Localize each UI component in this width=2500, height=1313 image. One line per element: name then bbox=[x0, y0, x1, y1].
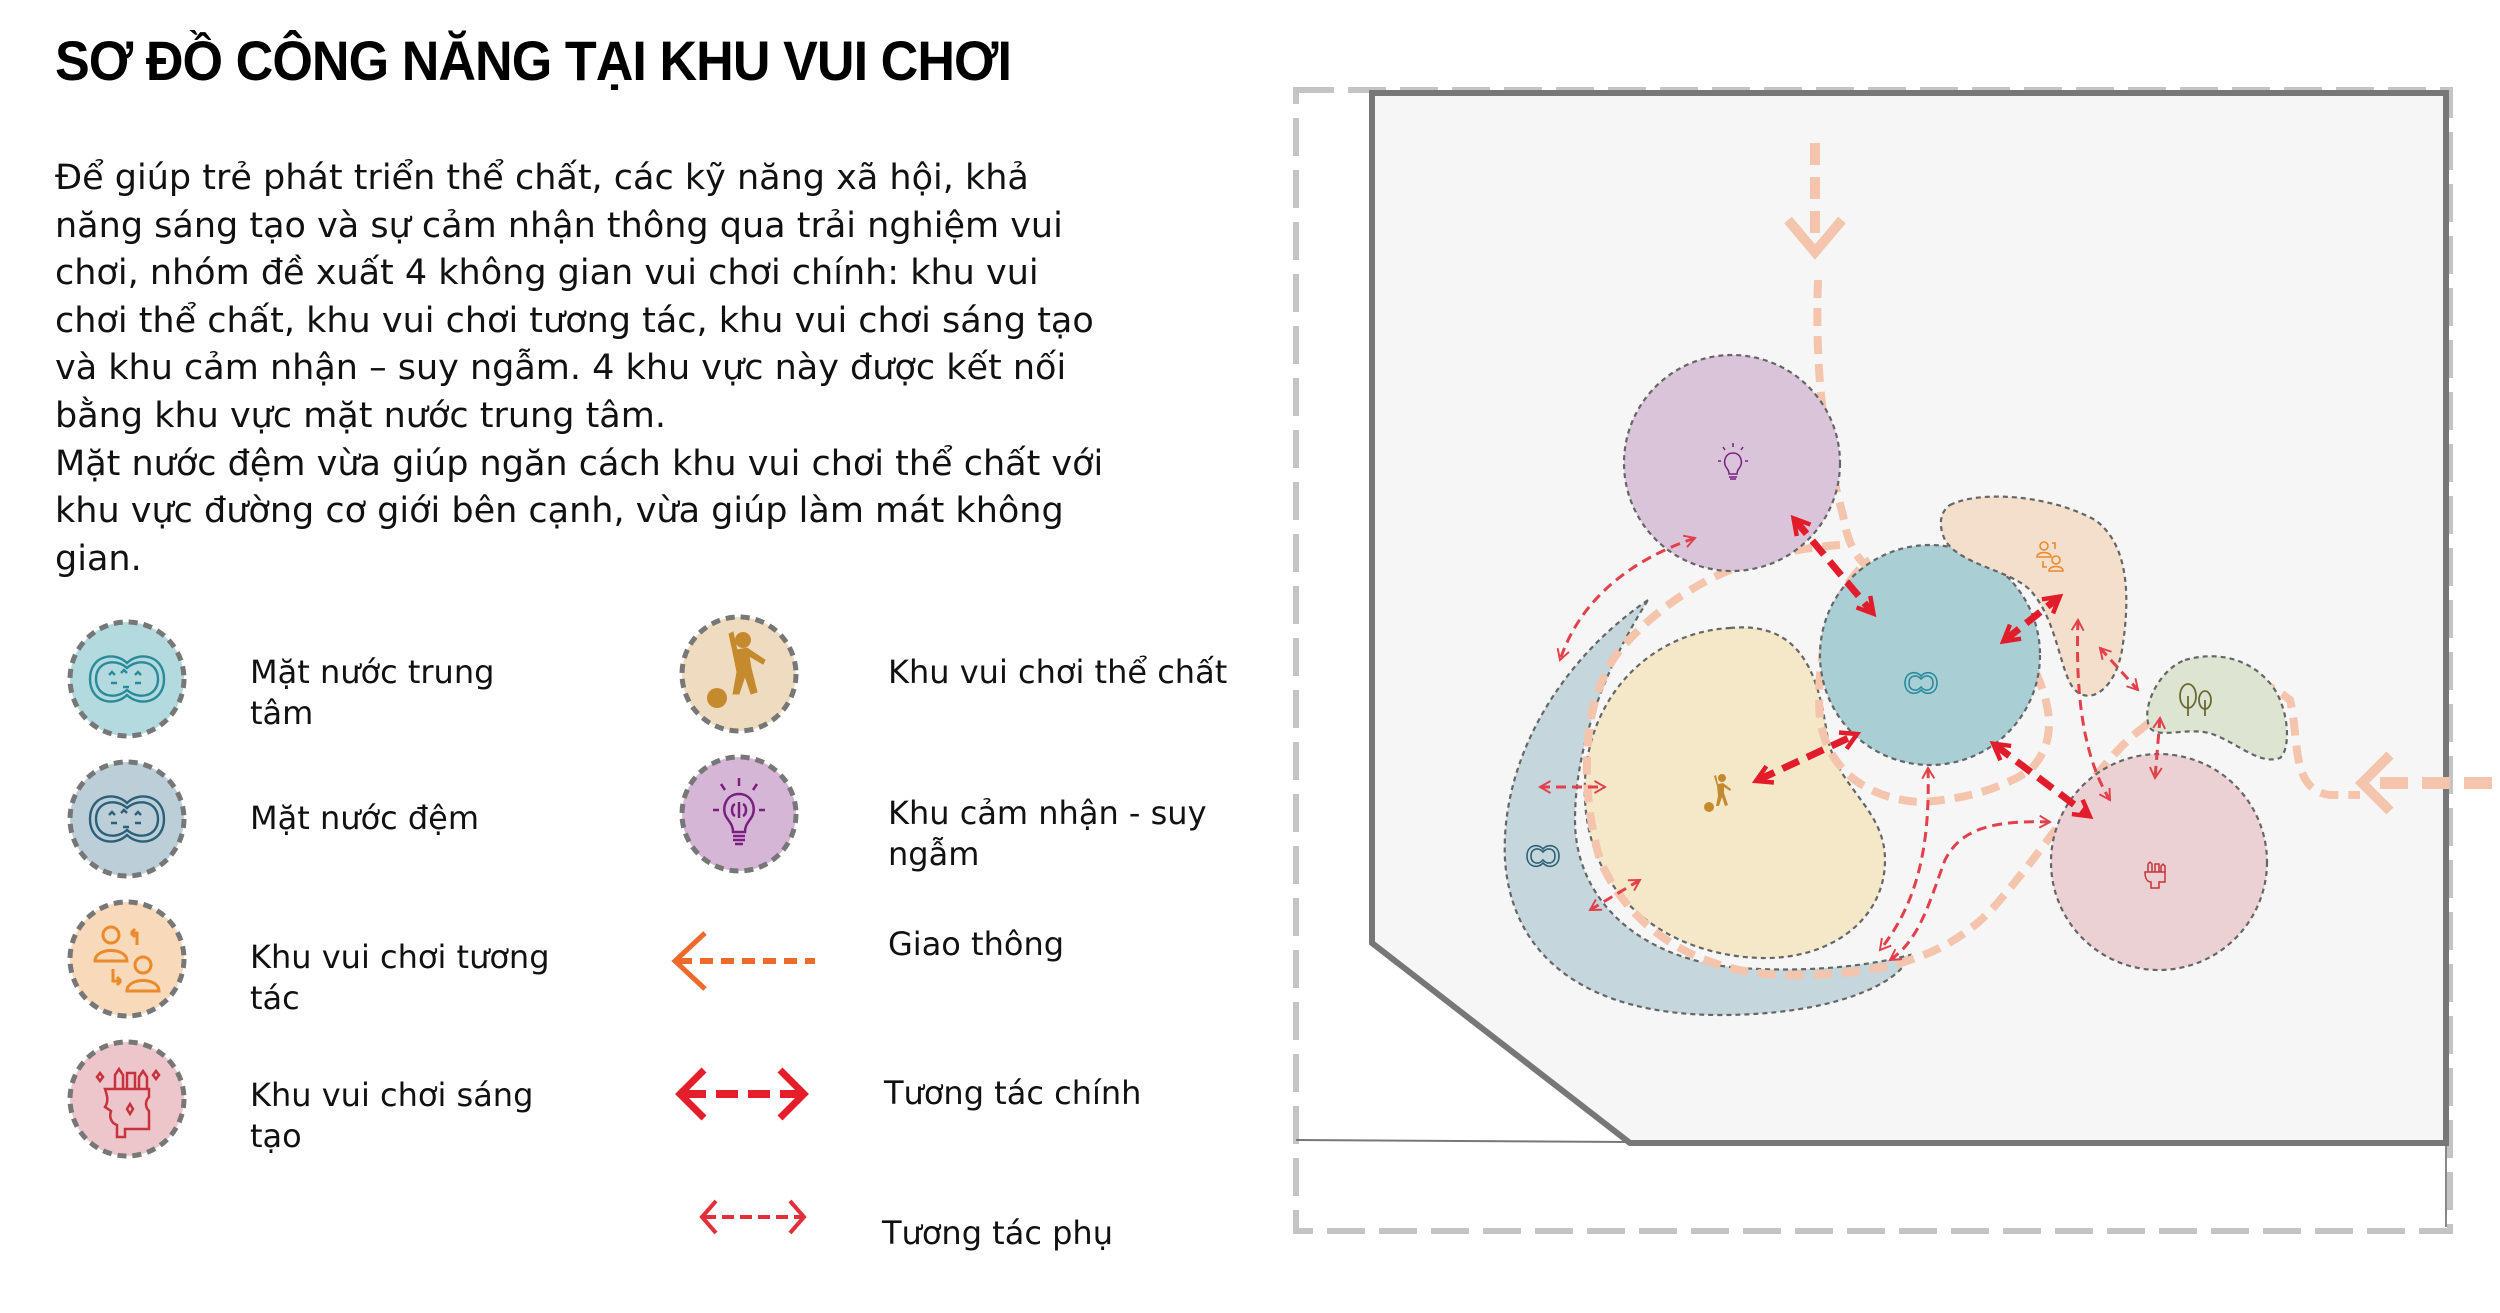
secondary-interaction-arrow-icon bbox=[699, 1199, 807, 1235]
legend-label-secondary-interaction: Tương tác phụ bbox=[882, 1214, 1113, 1252]
main-interaction-reflection-water bbox=[1790, 514, 1877, 618]
main-interaction-water-creative bbox=[1989, 740, 2094, 820]
child-ball-icon bbox=[1704, 774, 1731, 812]
water-pond-icon bbox=[1904, 671, 1938, 695]
trees-icon bbox=[2179, 683, 2212, 716]
zone-creative bbox=[2049, 752, 2269, 972]
main-interaction-physical-water bbox=[1751, 730, 1862, 785]
secondary-interaction bbox=[2098, 646, 2140, 692]
intro-text: Để giúp trẻ phát triển thể chất, các kỹ … bbox=[55, 155, 1115, 583]
creative-head-icon bbox=[67, 1039, 187, 1159]
lightbulb-brain-icon bbox=[679, 754, 799, 874]
main-interaction-water-interactive bbox=[1999, 593, 2064, 645]
street-line bbox=[1295, 1139, 1629, 1143]
legend-label-buffer-water: Mặt nước đệm bbox=[250, 799, 480, 837]
lightbulb-brain-icon bbox=[1718, 443, 1748, 480]
intro-paragraph-1: Để giúp trẻ phát triển thể chất, các kỹ … bbox=[55, 158, 1094, 436]
legend-label-creative: Khu vui chơi sáng tạo bbox=[250, 1076, 534, 1155]
secondary-interaction bbox=[2149, 716, 2166, 780]
people-exchange-icon bbox=[67, 899, 187, 1019]
intro-paragraph-2: Mặt nước đệm vừa giúp ngăn cách khu vui … bbox=[55, 443, 1104, 579]
water-pond-icon bbox=[1526, 844, 1560, 868]
secondary-interactions bbox=[1538, 534, 2166, 962]
secondary-interaction bbox=[1888, 814, 2052, 962]
water-pond-icon bbox=[67, 759, 187, 879]
zone-reflection bbox=[1622, 353, 1842, 573]
child-ball-icon bbox=[679, 614, 799, 734]
traffic-entry-east-head bbox=[2354, 751, 2394, 815]
traffic-arrow-icon bbox=[671, 931, 815, 991]
legend-label-interactive: Khu vui chơi tương tác bbox=[250, 938, 550, 1017]
people-exchange-icon bbox=[2036, 541, 2064, 572]
legend-label-physical: Khu vui chơi thể chất bbox=[888, 653, 1228, 691]
water-pond-icon bbox=[67, 619, 187, 739]
traffic-entry-north-head bbox=[1784, 216, 1846, 260]
secondary-interaction bbox=[1588, 878, 1642, 912]
secondary-interaction bbox=[1556, 534, 1697, 662]
main-interaction-arrow-icon bbox=[675, 1067, 809, 1121]
main-interactions bbox=[1751, 514, 2094, 820]
zone-central-water bbox=[1818, 543, 2042, 767]
zone-greenery bbox=[2146, 655, 2289, 761]
legend-label-traffic: Giao thông bbox=[888, 925, 1065, 963]
secondary-interaction bbox=[2070, 618, 2112, 802]
page-title: SƠ ĐỒ CÔNG NĂNG TẠI KHU VUI CHƠI bbox=[55, 29, 1012, 92]
legend-label-main-interaction: Tương tác chính bbox=[884, 1074, 1142, 1112]
legend-label-central-water: Mặt nước trung tâm bbox=[250, 653, 495, 732]
creative-head-icon bbox=[2144, 860, 2166, 889]
legend-label-reflection: Khu cảm nhận - suy ngẫm bbox=[888, 794, 1207, 873]
